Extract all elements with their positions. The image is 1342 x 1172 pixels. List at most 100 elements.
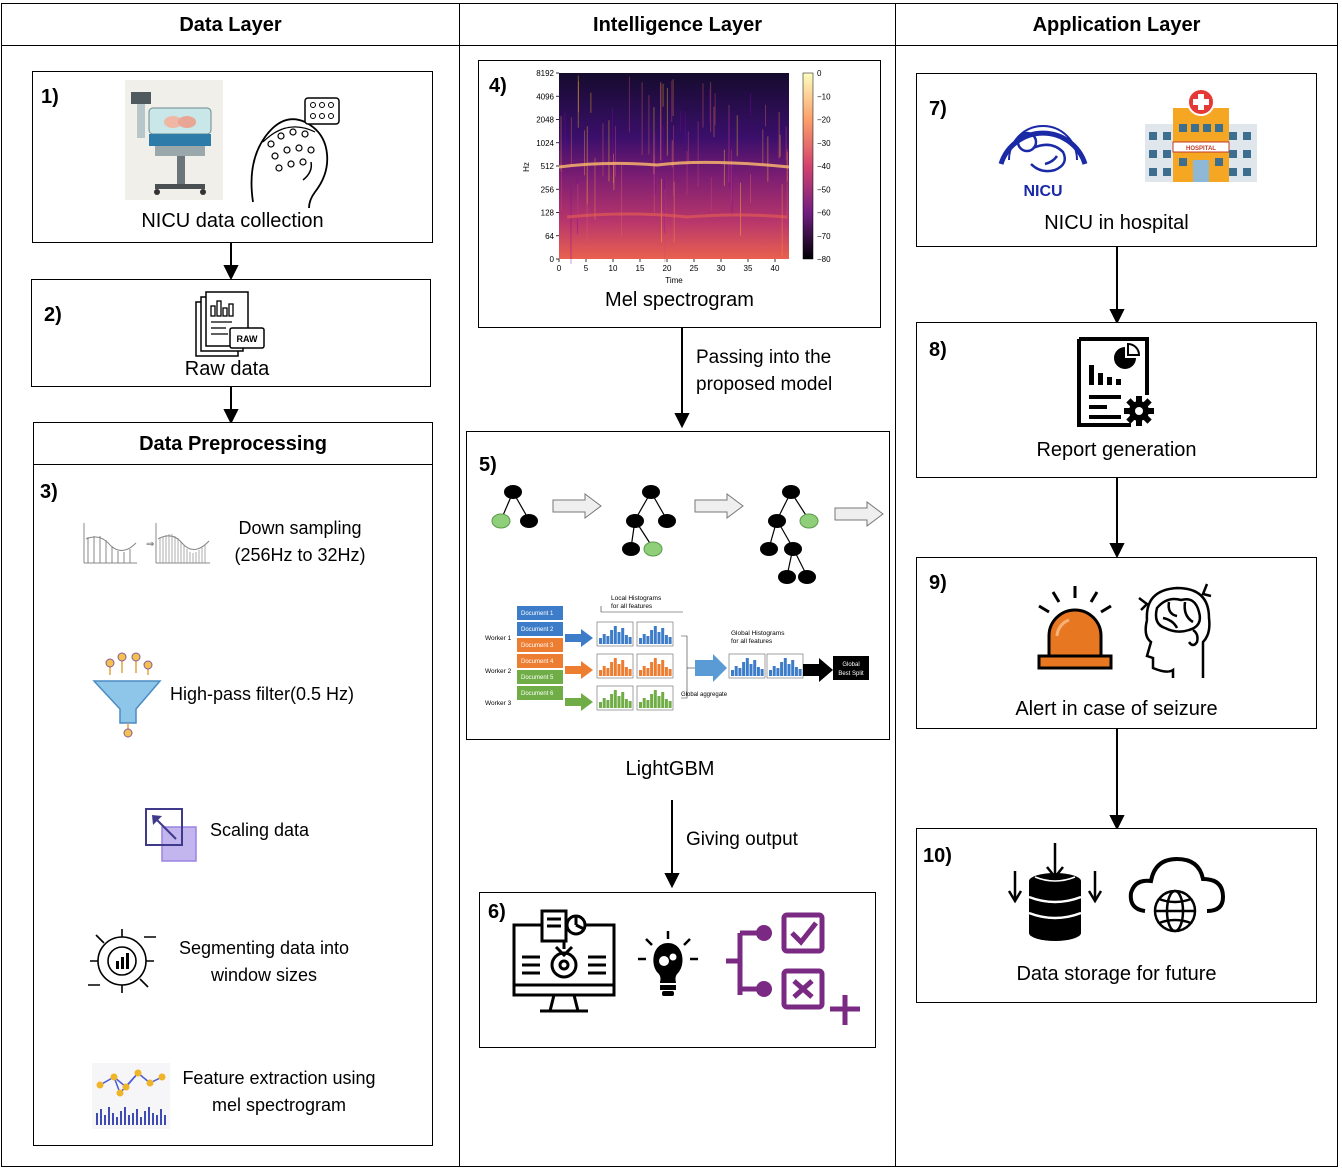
spectrogram-streak (723, 149, 725, 186)
computer-settings-icon (512, 909, 616, 1013)
spectrogram-streak (664, 189, 666, 263)
histogram-bar (602, 698, 606, 708)
spectrogram-streak (730, 149, 732, 204)
best-split-line1: Global (842, 662, 859, 668)
spectrogram-streak (560, 116, 562, 172)
step-5-number: 5) (479, 454, 497, 476)
step-1-caption: NICU data collection (141, 210, 324, 232)
histogram-bar (613, 626, 617, 644)
spectrogram-streak (641, 82, 643, 156)
spectrogram-streak (731, 166, 733, 218)
intelligence-layer-header: Intelligence Layer (460, 4, 895, 46)
step-6-box: 6) (479, 892, 876, 1048)
histogram-bar (606, 668, 610, 676)
spectrogram-streak (740, 182, 741, 236)
colorbar-tick-label: −20 (817, 116, 831, 125)
histogram-bar (657, 696, 661, 708)
histogram-bar (664, 667, 668, 676)
x-tick-label: 30 (717, 264, 726, 273)
worker-2-label: Worker 2 (485, 668, 512, 675)
local-hist-title-2: for all features (611, 603, 653, 610)
histogram-bar (653, 690, 657, 708)
segmenting-line1: Segmenting data into (178, 938, 350, 958)
colorbar-tick-label: −60 (817, 209, 831, 218)
hospital-sign-text: HOSPITAL (1186, 146, 1216, 152)
y-tick-label: 256 (541, 185, 555, 194)
global-aggregate-label: Global aggregate (681, 692, 728, 698)
raw-data-icon: RAW (195, 291, 265, 357)
spectrogram-streak (590, 92, 592, 113)
feature-extraction-line1: Feature extraction using (182, 1068, 376, 1088)
histogram-bar (798, 669, 802, 676)
arrow-label-passing-line2: proposed model (696, 374, 833, 395)
histogram-bar (617, 696, 621, 708)
step-4-number: 4) (489, 75, 507, 97)
spectrogram-streak (687, 131, 689, 163)
colorbar-tick-label: −30 (817, 139, 831, 148)
worker-1-label: Worker 1 (485, 635, 512, 642)
spectrogram-streak (662, 125, 664, 162)
y-tick-label: 1024 (536, 139, 554, 148)
application-layer-header: Application Layer (896, 4, 1337, 46)
spectrogram-streak (660, 82, 662, 161)
spectrogram-streak (570, 117, 572, 166)
histogram-frame (636, 621, 674, 647)
spectrogram-streak (779, 134, 781, 157)
local-hist-title-1: Local Histograms (611, 595, 662, 602)
distributed-histogram-panel: Local Histograms for all features Global… (477, 584, 877, 722)
spectrogram-streak (710, 177, 712, 212)
filter-funnel-icon (92, 652, 162, 738)
feature-extraction-label: Feature extraction using mel spectrogram (174, 1065, 384, 1119)
histogram-bar (606, 636, 610, 644)
aggregation-lines (600, 606, 695, 699)
histogram-bar (650, 630, 654, 644)
step-4-caption: Mel spectrogram (605, 289, 754, 311)
y-tick-label: 8192 (536, 69, 554, 78)
spectrogram-streak (586, 180, 588, 241)
incubator-icon (125, 80, 223, 200)
histogram-bar (657, 664, 661, 676)
spectrogram-streak (736, 115, 738, 157)
spectrogram-streak (697, 121, 699, 187)
step-10-box: 10) Data storage for future (916, 828, 1317, 1003)
step-1-box: 1) NICU data collection (32, 71, 433, 243)
spectrogram-x-label: Time (665, 276, 683, 285)
x-tick-label: 40 (771, 264, 780, 273)
document-label: Document 1 (521, 611, 554, 617)
histogram-bar (791, 660, 795, 676)
histogram-bar (661, 628, 665, 644)
step-7-box: 7) NICU HOSPITAL NICU in hospital (916, 73, 1317, 247)
worker-3-label: Worker 3 (485, 700, 512, 707)
nicu-logo-text: NICU (1023, 183, 1062, 200)
downsampling-line1: Down sampling (238, 518, 362, 538)
hospital-icon: HOSPITAL (1145, 88, 1257, 182)
document-block (517, 606, 563, 620)
spectrogram-streak (673, 181, 675, 243)
histogram-frame (636, 653, 674, 679)
spectrogram-streak (660, 118, 661, 171)
spectrogram-streak (564, 111, 566, 154)
worker-arrow (565, 693, 593, 711)
spectrogram-streak (663, 177, 665, 233)
spectrogram-streak (602, 123, 604, 177)
spectrogram-streak (628, 76, 630, 133)
step-2-number: 2) (44, 304, 62, 326)
document-label: Document 3 (521, 643, 554, 649)
spectrogram-streak (653, 107, 655, 175)
colorbar-tick-label: −40 (817, 162, 831, 171)
segmenting-line2: window sizes (210, 965, 318, 985)
histogram-frame (636, 685, 674, 711)
histogram-bar (610, 630, 614, 644)
spectrogram-streak (662, 83, 664, 107)
spectrogram-streak (615, 126, 617, 177)
svg-text:⇒: ⇒ (146, 539, 154, 550)
spectrogram-streak (577, 75, 579, 128)
spectrogram-streak (709, 89, 711, 123)
histogram-bar (617, 664, 621, 676)
x-tick-label: 10 (609, 264, 618, 273)
histogram-bar (628, 637, 632, 644)
spectrogram-streak (577, 184, 579, 219)
arrow-label-passing: Passing into the proposed model (696, 344, 864, 398)
